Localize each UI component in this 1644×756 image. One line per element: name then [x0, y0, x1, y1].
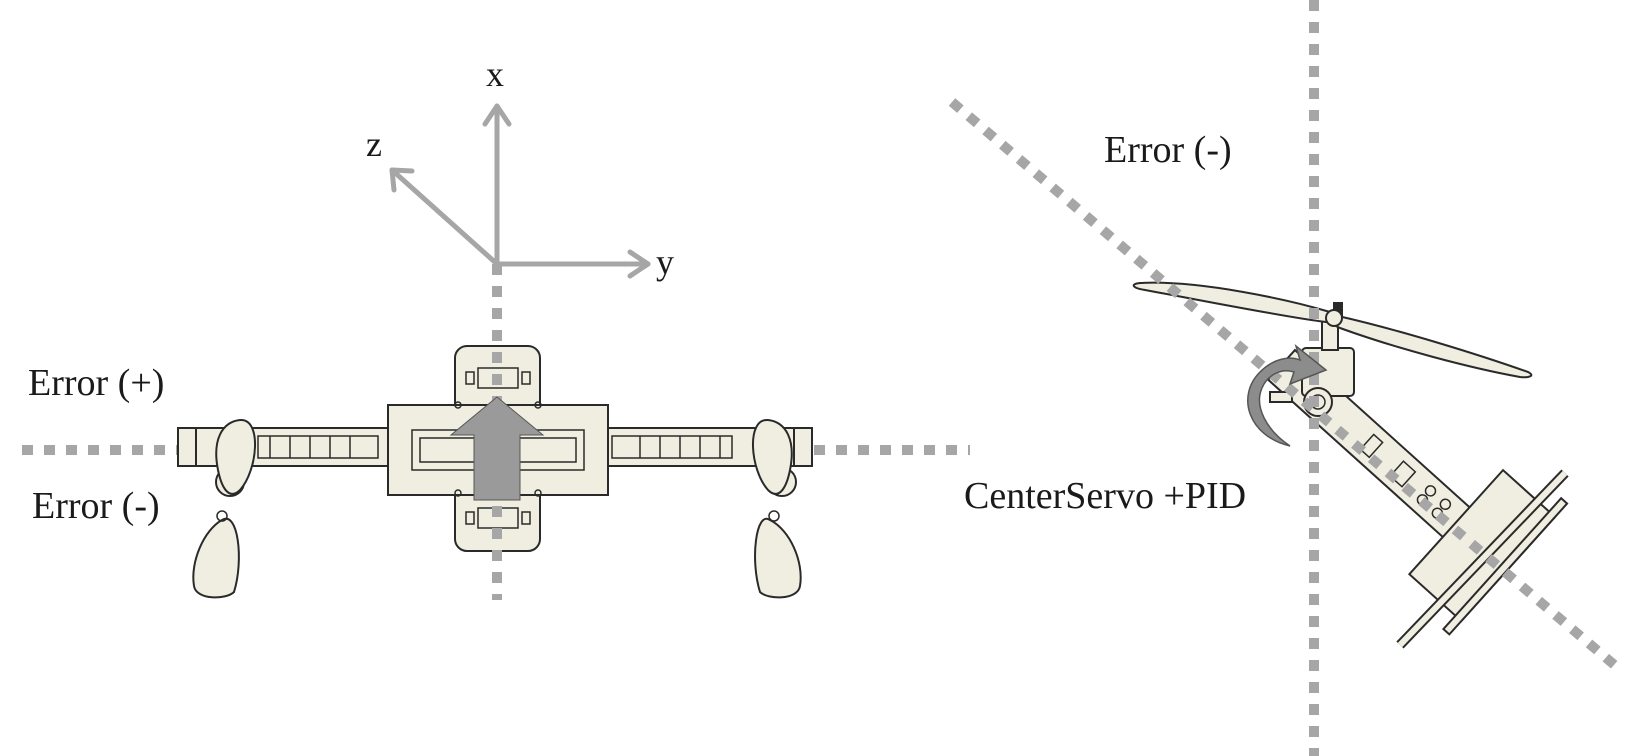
z-axis	[389, 167, 500, 267]
z-axis-label: z	[366, 124, 382, 164]
rotation-arrow	[1247, 343, 1328, 447]
z-axis-arrowhead	[389, 167, 415, 193]
x-axis-label: x	[486, 54, 504, 94]
left-propeller	[192, 418, 257, 599]
drone-arms	[177, 427, 813, 467]
error-minus-left-label: Error (-)	[32, 485, 160, 527]
y-axis-arrowhead	[627, 249, 651, 279]
side-propeller	[1132, 281, 1533, 379]
y-axis-label: y	[656, 242, 674, 282]
right-panel: Error (-) CenterServo +PID	[948, 0, 1622, 756]
forward-arrow	[449, 396, 545, 501]
right-propeller	[751, 418, 802, 599]
x-axis-arrowhead	[482, 103, 512, 127]
error-plus-label: Error (+)	[28, 362, 164, 404]
error-minus-right-label: Error (-)	[1104, 129, 1232, 171]
diagonal-guide-line	[948, 98, 1622, 672]
left-panel: x y z Error (+) Error (-)	[22, 54, 970, 600]
tilted-arm	[1266, 348, 1569, 636]
coordinate-axes	[389, 103, 651, 279]
center-servo-pid-label: CenterServo +PID	[964, 475, 1246, 517]
